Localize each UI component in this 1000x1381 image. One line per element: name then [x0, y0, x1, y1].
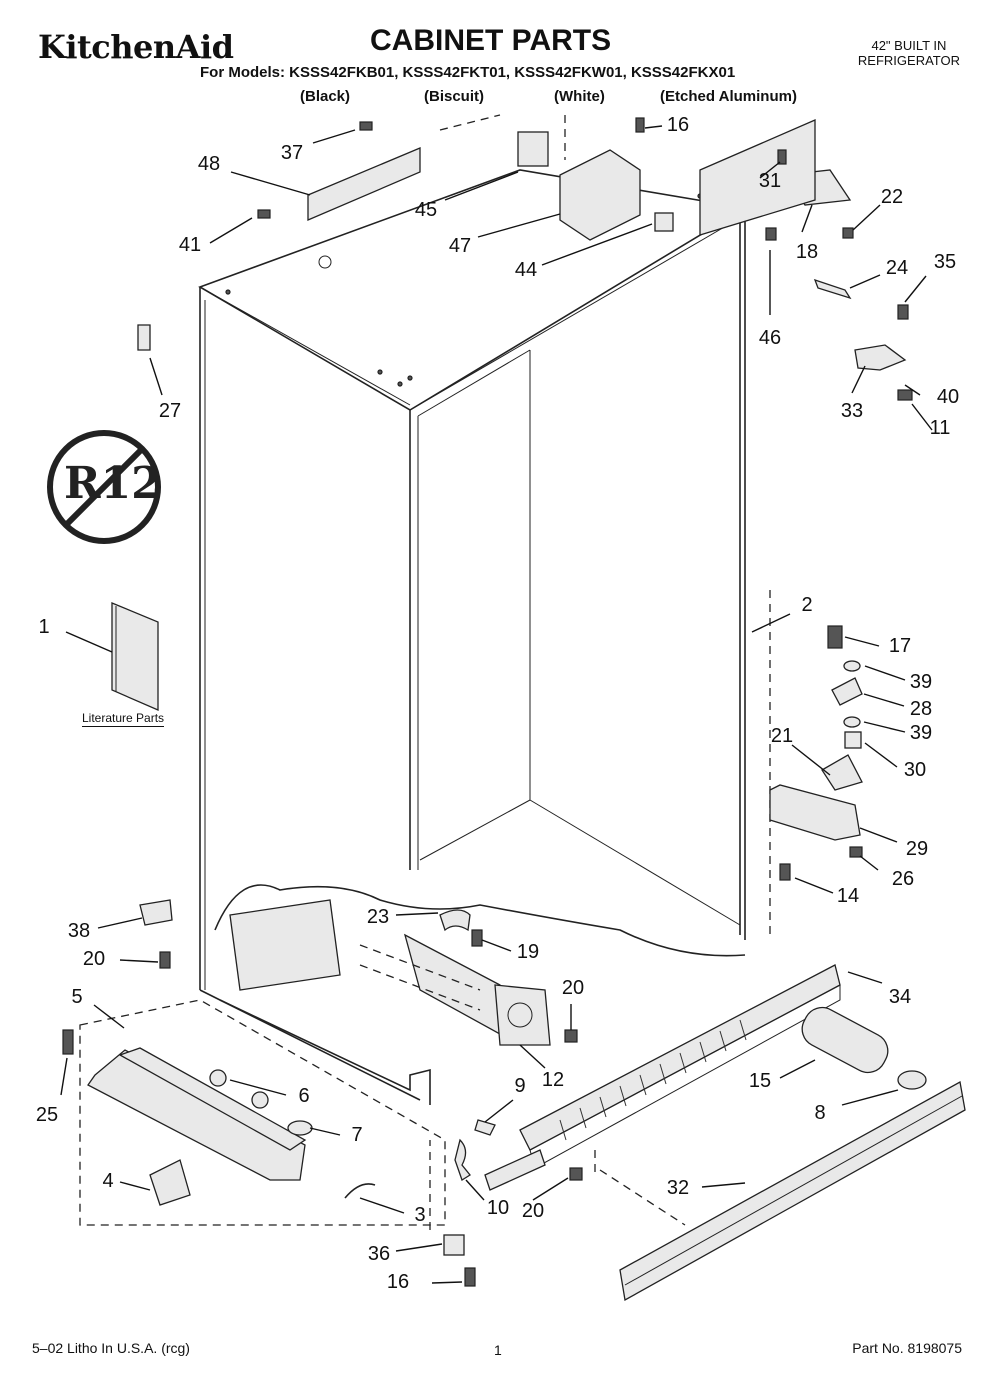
callout-27: 27 — [158, 400, 182, 422]
callout-31: 31 — [758, 170, 782, 192]
callout-11: 11 — [929, 417, 951, 439]
callout-30: 30 — [903, 759, 927, 781]
callout-38: 38 — [67, 920, 91, 942]
callout-12: 12 — [541, 1069, 565, 1091]
callout-20-left: 20 — [82, 948, 106, 970]
grille-slots — [559, 1019, 747, 1141]
callout-48: 48 — [197, 153, 221, 175]
callout-22: 22 — [880, 186, 904, 208]
model-color-etched-aluminum: (Etched Aluminum) — [660, 88, 797, 105]
callout-44: 44 — [514, 259, 538, 281]
no-r12-badge — [47, 430, 161, 544]
callout-16-bottom: 16 — [386, 1271, 410, 1293]
appliance-line-1: 42" BUILT IN — [871, 38, 947, 53]
callout-36: 36 — [367, 1243, 391, 1265]
brand-logo: KitchenAid — [38, 28, 234, 66]
callout-7: 7 — [351, 1124, 363, 1146]
callout-1: 1 — [38, 616, 50, 638]
callout-18: 18 — [795, 241, 819, 263]
model-color-black: (Black) — [300, 88, 351, 105]
callout-14: 14 — [836, 885, 860, 907]
callout-23: 23 — [366, 906, 390, 928]
callout-3: 3 — [414, 1204, 426, 1226]
appliance-type: 42" BUILT IN REFRIGERATOR — [858, 38, 960, 68]
callout-25: 25 — [35, 1104, 59, 1126]
model-list: For Models: KSSS42FKB01, KSSS42FKT01, KS… — [200, 64, 736, 81]
callout-15: 15 — [748, 1070, 772, 1092]
door-hinge-assembly — [769, 625, 863, 881]
callout-34: 34 — [888, 986, 912, 1008]
callout-8: 8 — [814, 1102, 826, 1124]
model-color-white: (White) — [554, 88, 605, 105]
callout-16-top: 16 — [666, 114, 690, 136]
callout-2: 2 — [801, 594, 813, 616]
callout-6: 6 — [298, 1085, 310, 1107]
callout-19: 19 — [516, 941, 540, 963]
callout-40: 40 — [936, 386, 960, 408]
callout-32: 32 — [666, 1177, 690, 1199]
callout-37: 37 — [280, 142, 304, 164]
callout-28: 28 — [909, 698, 933, 720]
top-mounting-parts — [137, 117, 913, 401]
callout-10: 10 — [486, 1197, 510, 1219]
page-title: CABINET PARTS — [370, 24, 612, 57]
callout-5: 5 — [71, 986, 83, 1008]
machine-compartment-parts — [62, 899, 446, 1226]
callout-20-mid: 20 — [561, 977, 585, 999]
condenser-fan-parts — [359, 909, 578, 1047]
part-number: Part No. 8198075 — [852, 1340, 962, 1356]
callout-24: 24 — [885, 257, 909, 279]
callout-21: 21 — [770, 725, 794, 747]
callout-17: 17 — [888, 635, 912, 657]
appliance-line-2: REFRIGERATOR — [857, 53, 960, 68]
callout-46: 46 — [758, 327, 782, 349]
callout-39-upper: 39 — [909, 671, 933, 693]
toe-grille-and-base — [429, 964, 966, 1302]
callout-33: 33 — [840, 400, 864, 422]
leader-arrows — [60, 125, 933, 1284]
callout-45: 45 — [414, 199, 438, 221]
callout-26: 26 — [891, 868, 915, 890]
callout-35: 35 — [933, 251, 957, 273]
model-color-biscuit: (Biscuit) — [424, 88, 484, 105]
literature-parts-label: Literature Parts — [82, 711, 165, 727]
callout-20-bottom: 20 — [521, 1200, 545, 1222]
callout-39-lower: 39 — [909, 722, 933, 744]
page-number: 1 — [494, 1342, 502, 1358]
callout-9: 9 — [514, 1075, 526, 1097]
literature-parts-book — [111, 602, 159, 711]
callout-29: 29 — [905, 838, 929, 860]
print-info: 5–02 Litho In U.S.A. (rcg) — [32, 1340, 190, 1356]
callout-41: 41 — [178, 234, 202, 256]
callout-47: 47 — [448, 235, 472, 257]
callout-4: 4 — [102, 1170, 114, 1192]
r12-badge-text: R12 — [64, 458, 162, 509]
